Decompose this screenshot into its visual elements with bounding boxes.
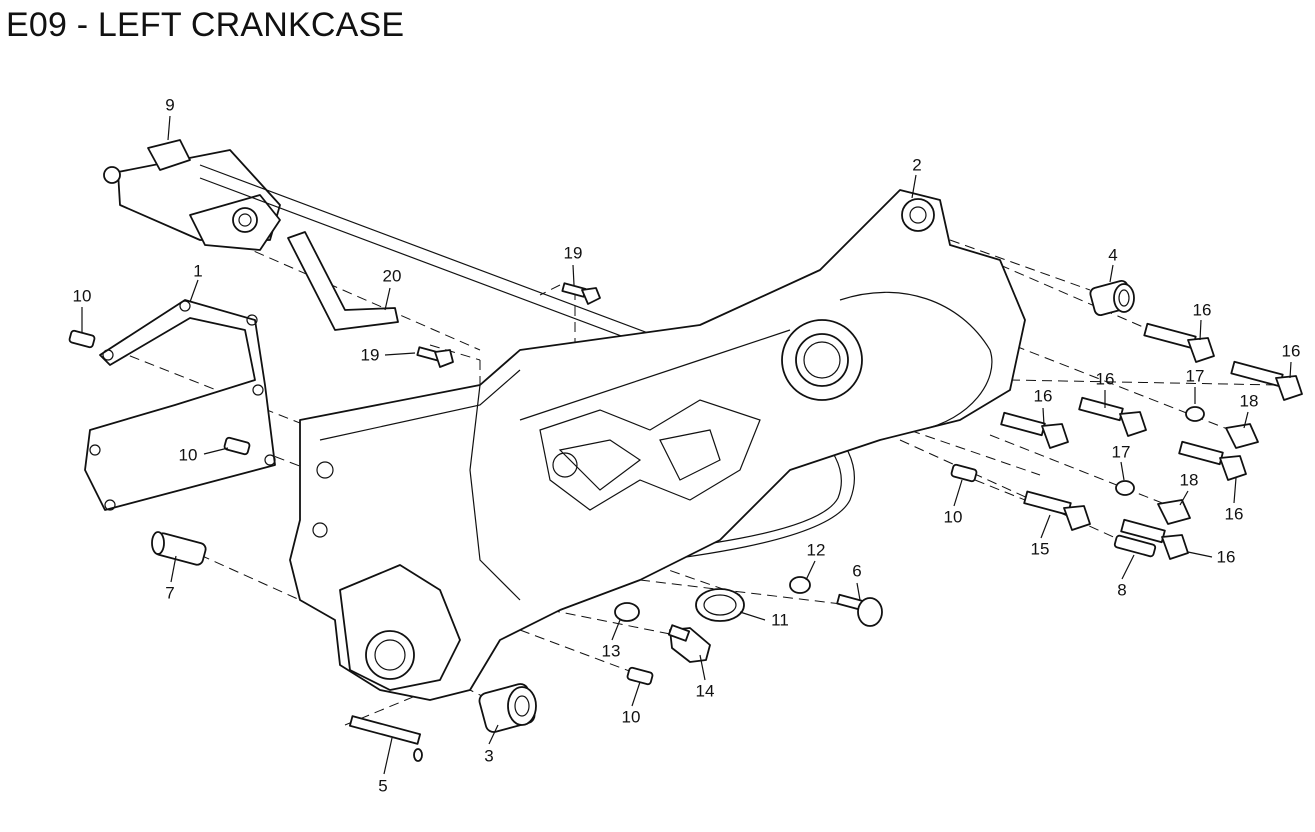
callout-17: 17	[1112, 442, 1131, 461]
callout-10: 10	[179, 445, 198, 464]
callout-17: 17	[1186, 366, 1205, 385]
callout-10: 10	[73, 286, 92, 305]
callout-13: 13	[602, 641, 621, 660]
callout-19: 19	[564, 243, 583, 262]
bracket-part	[287, 231, 399, 331]
callout-3: 3	[484, 746, 493, 765]
callout-16: 16	[1034, 386, 1053, 405]
callout-14: 14	[696, 681, 715, 700]
callout-10: 10	[944, 507, 963, 526]
callout-18: 18	[1180, 470, 1199, 489]
gasket-part	[84, 299, 276, 511]
callout-18: 18	[1240, 391, 1259, 410]
leader-lines	[81, 115, 1292, 775]
callout-1: 1	[193, 261, 202, 280]
page-title: E09 - LEFT CRANKCASE	[6, 6, 405, 44]
callout-16: 16	[1193, 300, 1212, 319]
callout-labels: 9 2 4 16 16 1 19 20 10 19 16 16 17 18 10…	[73, 95, 1301, 795]
callout-5: 5	[378, 776, 387, 795]
callout-16: 16	[1096, 369, 1115, 388]
callout-6: 6	[852, 561, 861, 580]
callout-9: 9	[165, 95, 174, 114]
callout-4: 4	[1108, 245, 1117, 264]
callout-16: 16	[1282, 341, 1301, 360]
callout-16: 16	[1217, 547, 1236, 566]
callout-11: 11	[771, 610, 789, 629]
callout-2: 2	[912, 155, 921, 174]
starter-motor-part	[103, 139, 281, 251]
callout-15: 15	[1031, 539, 1050, 558]
callout-19: 19	[361, 345, 380, 364]
callout-7: 7	[165, 583, 174, 602]
callout-20: 20	[383, 266, 402, 285]
callout-10: 10	[622, 707, 641, 726]
callout-12: 12	[807, 540, 826, 559]
small-parts	[68, 280, 1303, 762]
callout-8: 8	[1117, 580, 1126, 599]
callout-16: 16	[1225, 504, 1244, 523]
crankcase-body-part	[289, 189, 1026, 701]
